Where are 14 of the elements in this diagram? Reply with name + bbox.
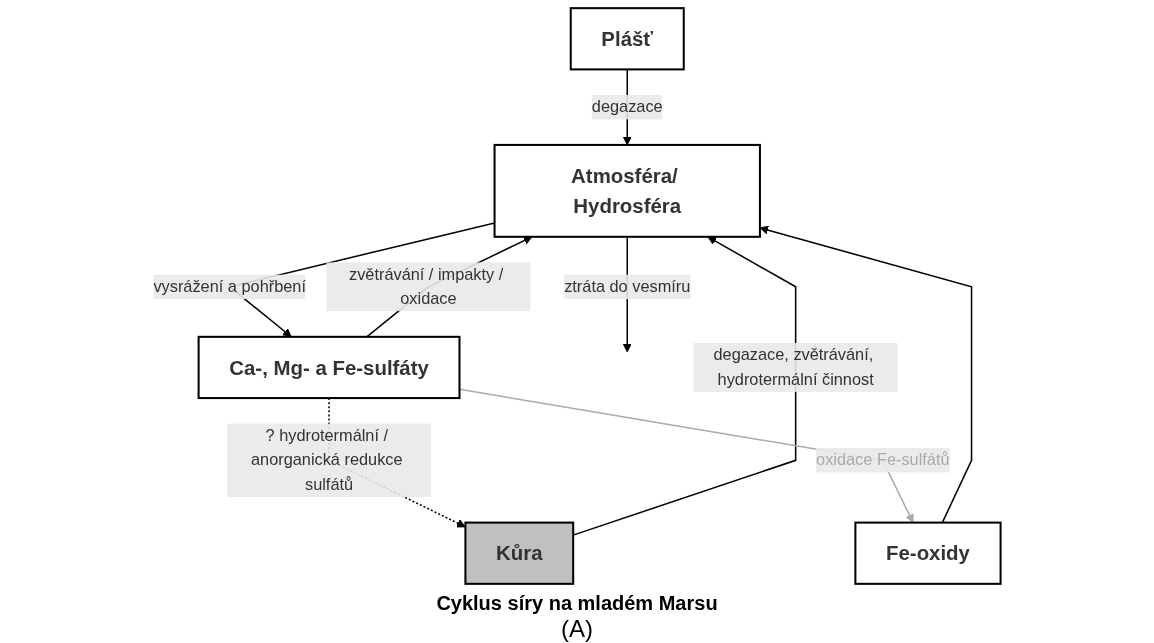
edge-label: degazace, zvětrávání, hydrotermální činnost <box>713 346 874 388</box>
edge-label: degazace <box>591 97 663 116</box>
panel-label: (A) <box>561 615 593 643</box>
edge-label: zvětrávání / impakty / oxidace <box>349 265 504 308</box>
node-box: Plášť <box>569 7 685 71</box>
node-box: Fe-oxidy <box>854 521 1002 585</box>
edge-label: oxidace Fe-sulfátů <box>816 451 950 469</box>
node-box: Ca-, Mg- a Fe-sulfáty <box>197 335 461 400</box>
edge-label: vysrážení a pohřbení <box>153 277 306 295</box>
caption: Cyklus síry na mladém Marsu <box>436 592 718 615</box>
edge-label: ztráta do vesmíru <box>564 277 691 295</box>
node-box: Atmosféra/ Hydrosféra <box>493 143 761 238</box>
edge-label: ? hydrotermální / anorganická redukce sulfátů <box>250 426 403 493</box>
node-box: Kůra <box>464 521 575 585</box>
